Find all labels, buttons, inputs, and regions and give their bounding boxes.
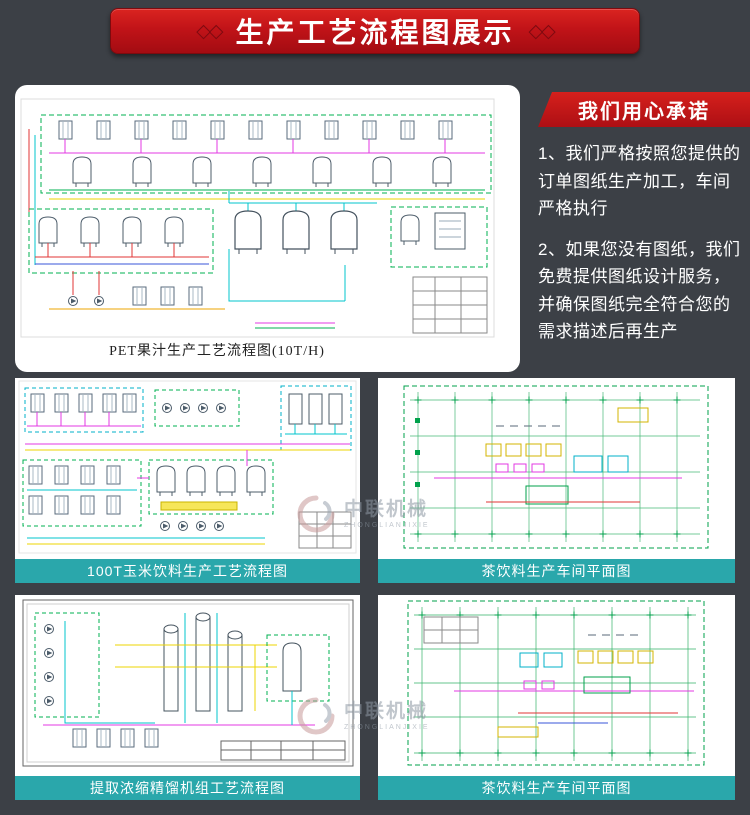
banner-decor-right-icon: ◇◇ [528,20,556,42]
distillation-unit-flow-diagram [22,599,354,767]
tea-floorplan-1-caption: 茶饮料生产车间平面图 [378,559,735,583]
distillation-caption: 提取浓缩精馏机组工艺流程图 [15,776,360,800]
tea-workshop-floorplan-1 [403,385,709,549]
panel-pet-juice-flow: PET果汁生产工艺流程图(10T/H) [15,85,520,372]
promise-badge: 我们用心承诺 [538,92,750,127]
promise-section: 我们用心承诺 1、我们严格按照您提供的订单图纸生产加工，车间严格执行 2、如果您… [538,92,750,346]
banner-decor-left-icon: ◇◇ [196,20,223,42]
panel-corn-beverage-flow: 100T玉米饮料生产工艺流程图 [15,378,360,583]
tea-floorplan-2-image [378,595,735,776]
tea-floorplan-2-caption: 茶饮料生产车间平面图 [378,776,735,800]
corn-beverage-flow-image [15,378,360,559]
tea-workshop-floorplan-2 [407,600,705,766]
corn-beverage-flow-diagram [18,380,357,554]
tea-floorplan-1-image [378,378,735,559]
panel-distillation-flow: 提取浓缩精馏机组工艺流程图 [15,595,360,800]
panel-tea-floorplan-2: 茶饮料生产车间平面图 [378,595,735,800]
promise-item-2: 2、如果您没有图纸，我们免费提供图纸设计服务，并确保图纸完全符合您的需求描述后再… [538,239,741,342]
corn-beverage-caption: 100T玉米饮料生产工艺流程图 [15,559,360,583]
pet-juice-flow-diagram [20,98,495,338]
main-diagram-caption: PET果汁生产工艺流程图(10T/H) [109,344,325,359]
promise-item-1: 1、我们严格按照您提供的订单图纸生产加工，车间严格执行 [538,144,741,219]
panel-tea-floorplan-1: 茶饮料生产车间平面图 [378,378,735,583]
page-banner: ◇◇ 生产工艺流程图展示 ◇◇ [110,8,640,54]
distillation-flow-image [15,595,360,776]
page-title: 生产工艺流程图展示 [235,17,515,48]
